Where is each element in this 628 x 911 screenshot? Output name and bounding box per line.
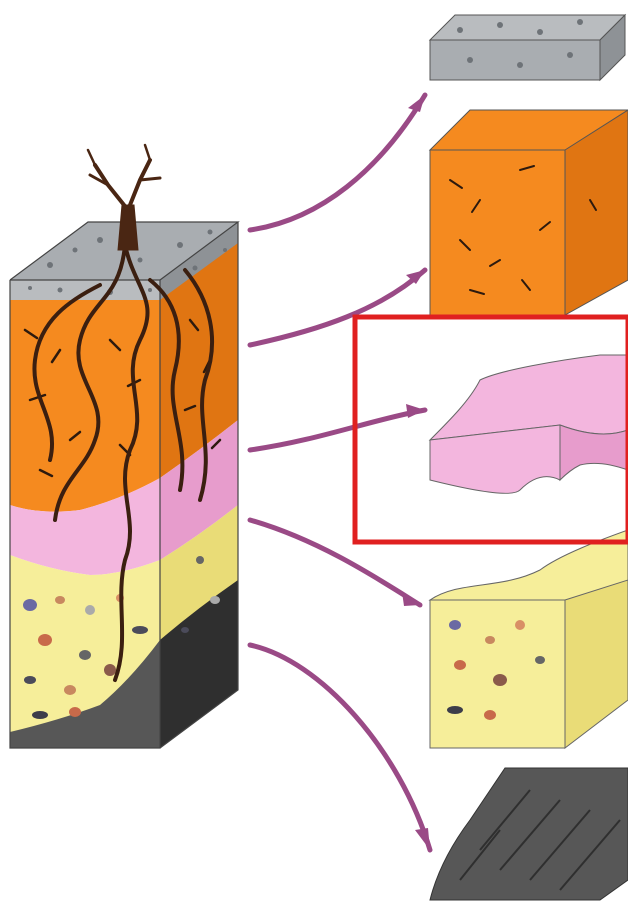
arrow-icon (250, 270, 425, 345)
sample-gravel (430, 15, 625, 80)
arrow-icon (250, 95, 425, 230)
arrow-heads (402, 95, 430, 850)
arrow-icon (250, 645, 430, 850)
sample-pink (430, 355, 628, 493)
soil-block-side (160, 220, 240, 748)
arrow-icon (250, 410, 425, 450)
arrow-icon (250, 520, 420, 605)
soil-block (10, 145, 240, 748)
arrows (250, 95, 430, 850)
sample-bedrock (430, 768, 628, 900)
sample-orange (430, 110, 628, 315)
sample-yellow (430, 530, 628, 748)
